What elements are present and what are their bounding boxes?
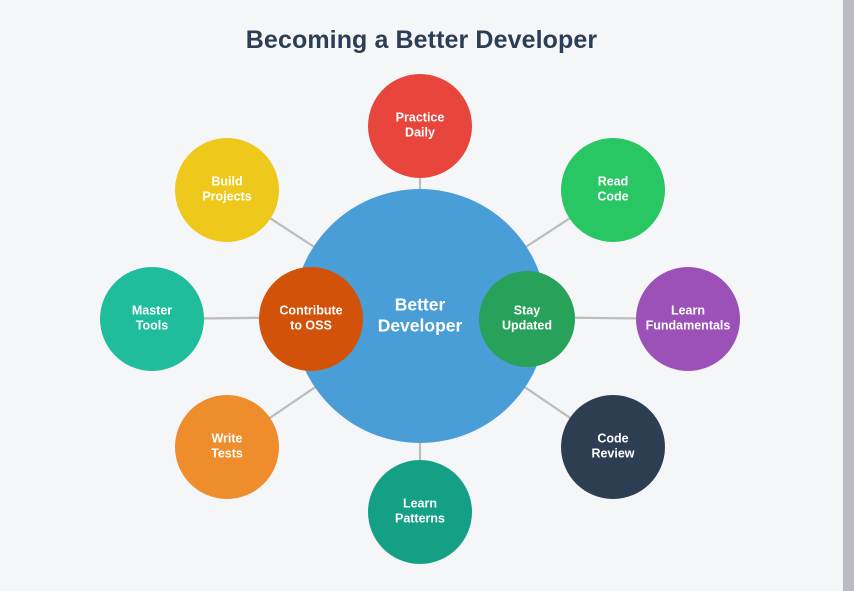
node-circle-learn-patterns[interactable] (368, 460, 472, 564)
node-circle-write-tests[interactable] (175, 395, 279, 499)
node-circle-practice-daily[interactable] (368, 74, 472, 178)
node-circle-stay-updated[interactable] (479, 271, 575, 367)
node-circle-better-developer[interactable] (293, 189, 547, 443)
node-circle-master-tools[interactable] (100, 267, 204, 371)
page-title: Becoming a Better Developer (245, 26, 598, 54)
node-circle-read-code[interactable] (561, 138, 665, 242)
node-circle-code-review[interactable] (561, 395, 665, 499)
node-circle-contribute-to-oss[interactable] (259, 267, 363, 371)
vertical-scrollbar[interactable] (843, 0, 854, 591)
node-circle-build-projects[interactable] (175, 138, 279, 242)
node-circle-learn-fundamentals[interactable] (636, 267, 740, 371)
